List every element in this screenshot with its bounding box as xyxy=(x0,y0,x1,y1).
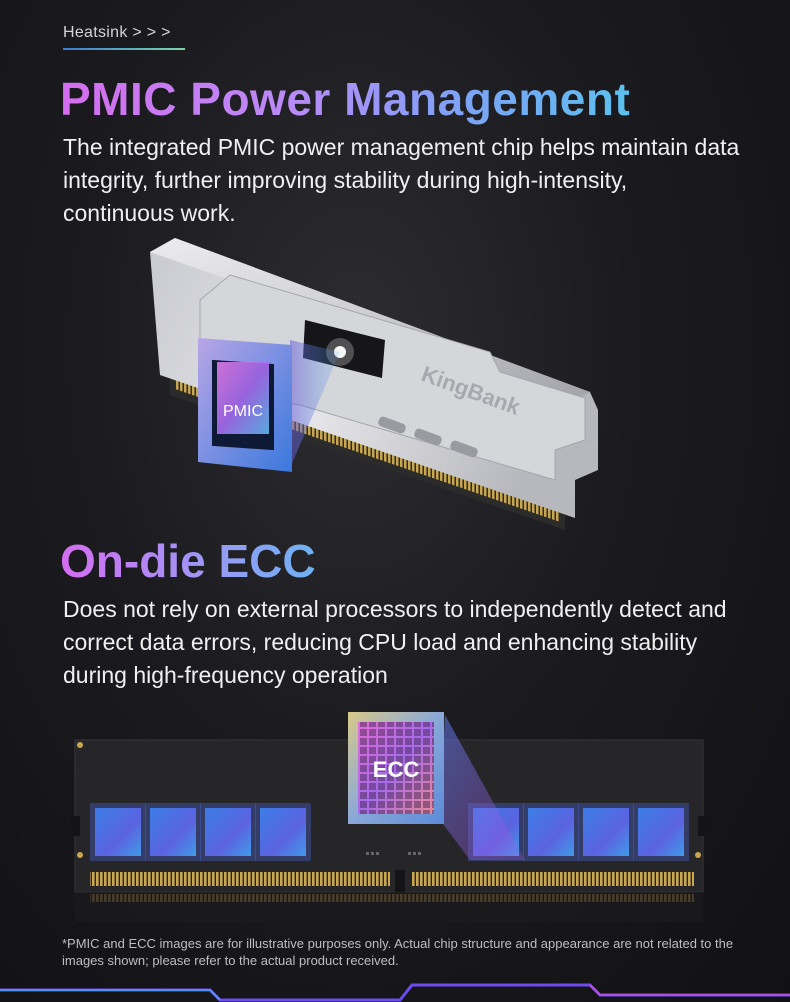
pmic-description: The integrated PMIC power management chi… xyxy=(63,134,740,226)
gold-fingers-left xyxy=(90,872,390,886)
breadcrumb-underline xyxy=(63,48,185,50)
breadcrumb[interactable]: Heatsink > > > xyxy=(63,24,171,41)
ecc-chip: ECC xyxy=(348,712,444,824)
ecc-chip-label: ECC xyxy=(373,757,420,782)
bottom-neon-line xyxy=(0,983,790,1002)
pmic-chip: PMIC xyxy=(198,338,292,472)
ecc-title: On-die ECC xyxy=(60,535,316,587)
disclaimer-footnote: *PMIC and ECC images are for illustrativ… xyxy=(62,936,734,968)
gold-fingers-right xyxy=(412,872,694,886)
pmic-chip-label: PMIC xyxy=(223,403,263,420)
pmic-title: PMIC Power Management xyxy=(60,73,631,125)
ecc-description: Does not rely on external processors to … xyxy=(63,596,727,688)
